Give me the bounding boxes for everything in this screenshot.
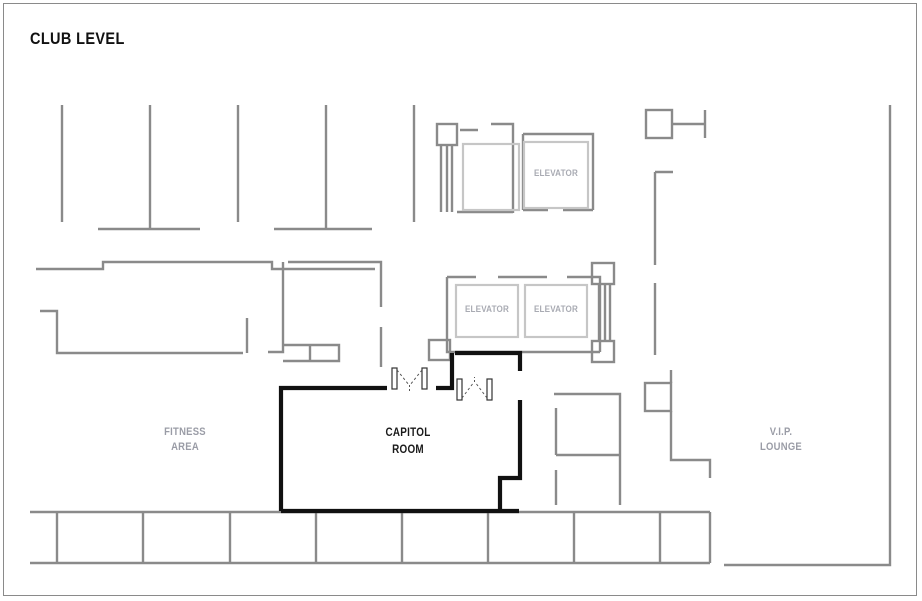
center-left-room [268, 260, 383, 367]
upper-core [435, 122, 595, 214]
elevator-box-outlines [454, 140, 590, 339]
page-title: CLUB LEVEL [30, 30, 125, 48]
capitol-room-walls [278, 350, 523, 514]
right-upper-structures [644, 108, 707, 355]
plan-outer-frame [3, 3, 917, 596]
door-swing-icons [391, 367, 493, 401]
fitness-area-walls [36, 260, 375, 355]
right-lower-structures [554, 370, 712, 505]
right-perimeter-wall [724, 105, 892, 567]
door-swing-icon-left [391, 367, 428, 391]
upper-left-rails [60, 105, 416, 231]
gray-wall-group [30, 105, 892, 567]
lower-seating-row [30, 510, 712, 565]
door-swing-icon-right [456, 377, 493, 401]
lower-core [427, 261, 616, 364]
